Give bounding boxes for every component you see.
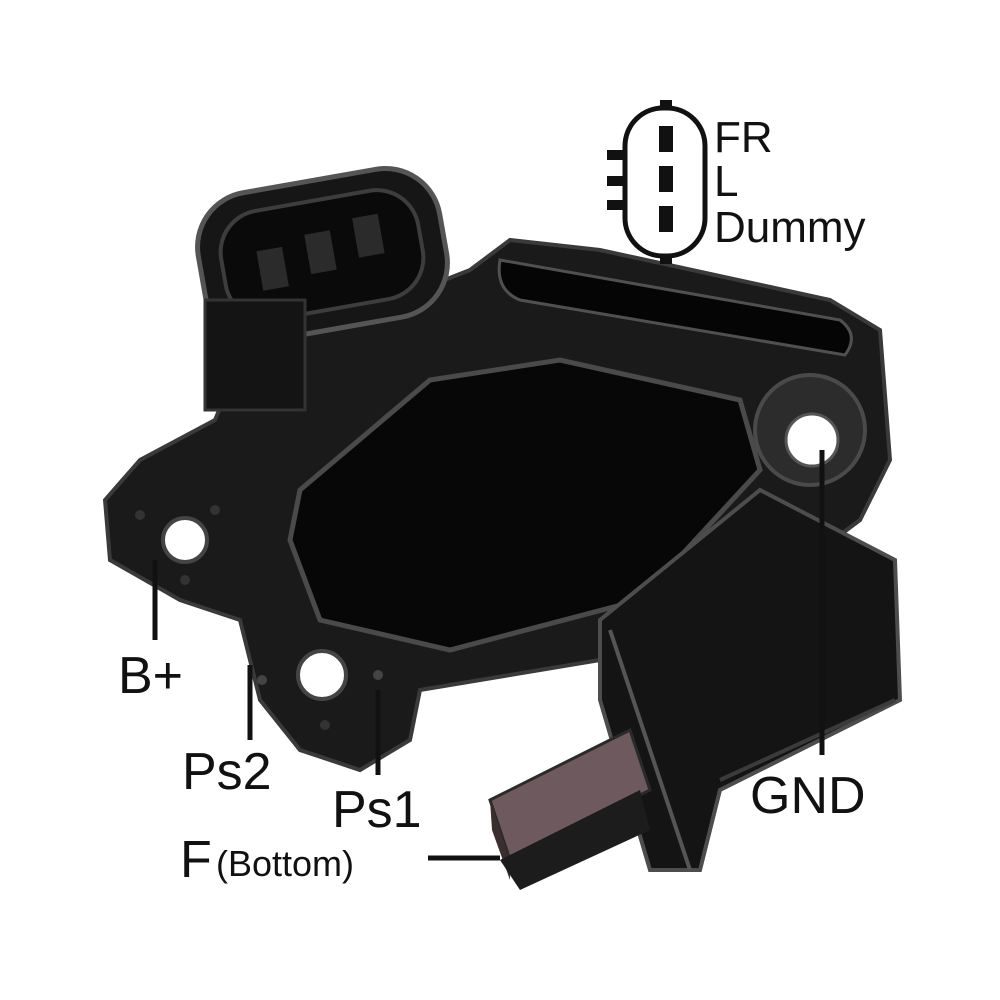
brush-holder-rib (608, 629, 692, 871)
terminal-label-ps2: Ps2 (182, 743, 272, 801)
pin-label-fr: FR (714, 113, 773, 162)
b-plus-screw-2 (210, 505, 220, 515)
terminal-label-ps1: Ps1 (332, 781, 422, 839)
ps-hole (296, 649, 348, 701)
connector-plug (195, 165, 450, 412)
pinout-icon (607, 100, 708, 264)
ps2-pin (257, 675, 267, 685)
regulator-cover (287, 357, 763, 653)
b-plus-screw-1 (135, 510, 145, 520)
terminal-label-f: F (180, 831, 212, 889)
b-plus-hole (161, 516, 209, 564)
gnd-hole (784, 412, 840, 468)
carbon-brush (488, 727, 652, 890)
b-plus-screw-3 (180, 575, 190, 585)
terminal-label-gnd: GND (750, 767, 866, 825)
terminal-label-f-note: (Bottom) (216, 843, 355, 884)
ps1-pin (373, 670, 383, 680)
brush-holder-rib-2 (719, 698, 896, 782)
pin-label-l: L (714, 157, 739, 206)
top-slot (497, 258, 853, 357)
ps-screw (320, 720, 330, 730)
terminal-label-b-plus: B+ (118, 647, 184, 705)
pin-label-dummy: Dummy (714, 203, 866, 252)
